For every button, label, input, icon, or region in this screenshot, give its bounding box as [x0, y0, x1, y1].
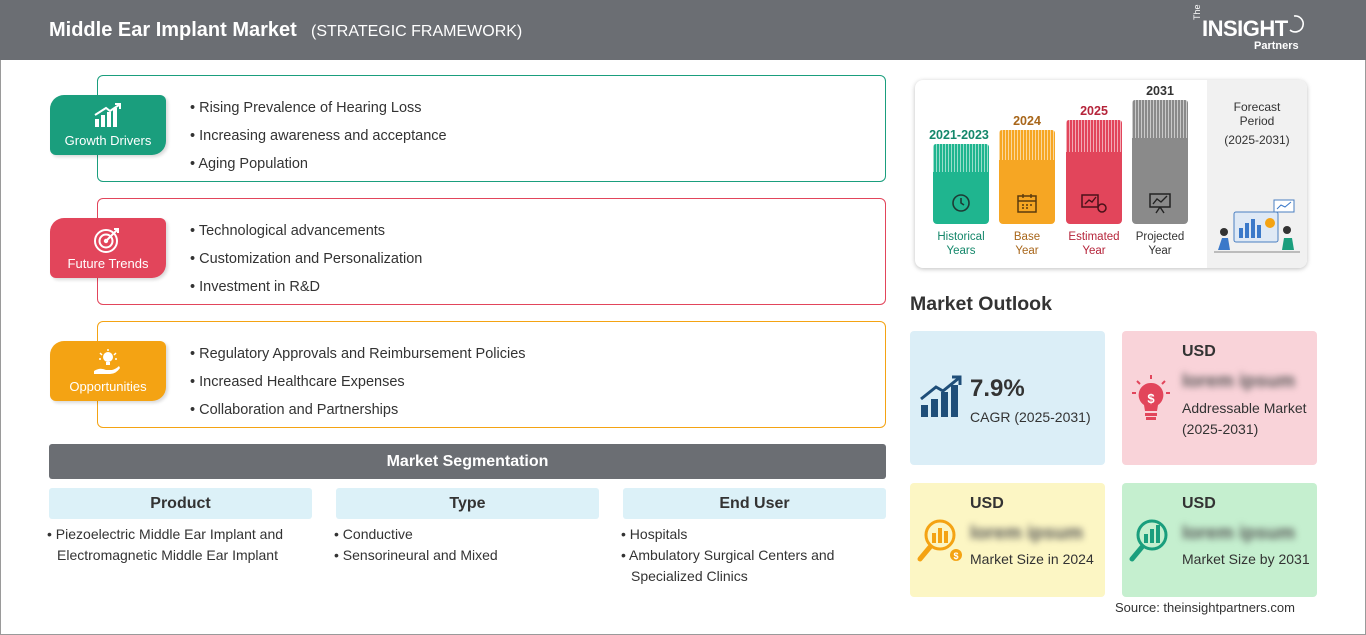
- forecast-title-line: Forecast: [1233, 100, 1281, 114]
- forecast-panel: Forecast Period (2025-2031): [1207, 80, 1307, 268]
- source-credit: Source: theinsightpartners.com: [1115, 600, 1295, 615]
- tag-label: Opportunities: [69, 379, 147, 394]
- timeline-label-line: Year: [1015, 245, 1039, 257]
- segment-type-header: Type: [336, 488, 599, 519]
- growth-drivers-tag: Growth Drivers: [50, 95, 166, 155]
- svg-text:$: $: [953, 551, 958, 561]
- opportunities-list: Regulatory Approvals and Reimbursement P…: [190, 340, 526, 424]
- addressable-market-value: lorem ipsum: [1182, 371, 1295, 392]
- timeline-label-line: Years: [946, 245, 976, 257]
- logo-swoosh-icon: [1289, 15, 1304, 33]
- list-item: Increasing awareness and acceptance: [190, 122, 446, 150]
- forecast-title-line: Period: [1239, 114, 1275, 128]
- base-year-bar: [999, 130, 1055, 224]
- future-trends-list: Technological advancements Customization…: [190, 217, 423, 301]
- projected-year-bar: [1132, 100, 1188, 224]
- list-item: Collaboration and Partnerships: [190, 396, 526, 424]
- market-size-2031-description: Market Size by 2031: [1182, 551, 1310, 567]
- page-subtitle: (STRATEGIC FRAMEWORK): [311, 23, 523, 40]
- timeline-label: Historical Years: [925, 230, 997, 258]
- market-size-2024-value: lorem ipsum: [970, 523, 1083, 544]
- history-clock-icon: [952, 194, 970, 212]
- list-item: Technological advancements: [190, 217, 422, 245]
- future-trends-tag: Future Trends: [50, 218, 166, 278]
- page-title: Middle Ear Implant Market: [49, 19, 297, 41]
- header-bar: Middle Ear Implant Market (STRATEGIC FRA…: [0, 0, 1366, 60]
- timeline-card: 2021-2023 Historical Years 2024 Base Yea…: [915, 80, 1307, 268]
- growth-drivers-box: Rising Prevalence of Hearing Loss Increa…: [97, 75, 886, 182]
- timeline-year: 2024: [1013, 114, 1041, 128]
- segment-type-list: Conductive Sensorineural and Mixed: [334, 524, 594, 566]
- market-size-2031-card: USD lorem ipsum Market Size by 2031: [1122, 483, 1317, 597]
- cagr-card: 7.9% CAGR (2025-2031): [910, 331, 1105, 465]
- list-item: Piezoelectric Middle Ear Implant and Ele…: [47, 524, 307, 566]
- timeline-year: 2021-2023: [929, 128, 989, 142]
- logo-insight-text: INSIGHT: [1202, 16, 1288, 41]
- market-size-2024-card: $ USD lorem ipsum Market Size in 2024: [910, 483, 1105, 597]
- money-magnifier-icon: $: [917, 519, 962, 562]
- projection-board-icon: [1149, 193, 1171, 214]
- forecast-title: Forecast Period: [1207, 100, 1307, 128]
- calendar-icon: [1017, 194, 1037, 213]
- timeline-label-line: Base: [1013, 231, 1041, 243]
- timeline-label-line: Projected: [1135, 231, 1185, 243]
- list-item: Ambulatory Surgical Centers and Speciali…: [621, 545, 871, 587]
- list-item: Customization and Personalization: [190, 245, 422, 273]
- list-item: Regulatory Approvals and Reimbursement P…: [190, 340, 525, 368]
- list-item: Sensorineural and Mixed: [334, 545, 594, 566]
- timeline-label: Projected Year: [1124, 230, 1196, 258]
- timeline-label-line: Estimated: [1068, 231, 1120, 243]
- dollar-bulb-icon: $: [1132, 375, 1170, 420]
- insight-partners-logo: The INSIGHT Partners: [1190, 4, 1310, 54]
- forecast-period: (2025-2031): [1224, 133, 1290, 147]
- market-size-2024-description: Market Size in 2024: [970, 551, 1094, 567]
- timeline-label-line: Historical: [937, 231, 985, 243]
- tag-label: Growth Drivers: [64, 133, 152, 148]
- timeline-label: Base Year: [995, 230, 1059, 258]
- market-segmentation-header: Market Segmentation: [49, 444, 886, 479]
- usd-label: USD: [970, 495, 1004, 512]
- growth-chart-icon: [94, 103, 121, 127]
- cagr-value: 7.9%: [970, 375, 1025, 402]
- tag-label: Future Trends: [67, 256, 149, 271]
- cagr-description: CAGR (2025-2031): [970, 409, 1091, 425]
- logo-partners-text: Partners: [1254, 40, 1299, 52]
- list-item: Rising Prevalence of Hearing Loss: [190, 94, 447, 122]
- growth-bars-icon: [920, 375, 962, 417]
- usd-label: USD: [1182, 495, 1216, 512]
- estimate-chart-icon: [1081, 194, 1107, 213]
- analyst-dashboard-icon: [1214, 199, 1300, 253]
- growth-drivers-list: Rising Prevalence of Hearing Loss Increa…: [190, 94, 447, 178]
- historical-bar: [933, 144, 989, 224]
- segment-end-user-list: Hospitals Ambulatory Surgical Centers an…: [621, 524, 871, 587]
- timeline-label-line: Year: [1148, 245, 1172, 257]
- svg-text:$: $: [1147, 391, 1155, 406]
- timeline-year: 2031: [1146, 84, 1174, 98]
- opportunities-tag: Opportunities: [50, 341, 166, 401]
- list-item: Aging Population: [190, 150, 447, 178]
- target-icon: [94, 228, 119, 253]
- chart-magnifier-icon: [1129, 519, 1168, 562]
- segment-end-user-header: End User: [623, 488, 886, 519]
- addressable-market-description: Addressable Market (2025-2031): [1182, 400, 1307, 437]
- timeline-year: 2025: [1080, 104, 1108, 118]
- list-item: Conductive: [334, 524, 594, 545]
- usd-label: USD: [1182, 343, 1216, 360]
- list-item: Increased Healthcare Expenses: [190, 368, 526, 396]
- list-item: Investment in R&D: [190, 273, 422, 301]
- future-trends-box: Technological advancements Customization…: [97, 198, 886, 305]
- market-size-2031-value: lorem ipsum: [1182, 523, 1295, 544]
- list-item: Hospitals: [621, 524, 871, 545]
- idea-hand-icon: [94, 349, 120, 374]
- estimated-year-bar: [1066, 120, 1122, 224]
- timeline-label: Estimated Year: [1058, 230, 1130, 258]
- segment-product-list: Piezoelectric Middle Ear Implant and Ele…: [47, 524, 307, 566]
- segment-product-header: Product: [49, 488, 312, 519]
- market-outlook-title: Market Outlook: [910, 293, 1052, 315]
- timeline-label-line: Year: [1082, 245, 1106, 257]
- addressable-market-card: $ USD lorem ipsum Addressable Market (20…: [1122, 331, 1317, 465]
- opportunities-box: Regulatory Approvals and Reimbursement P…: [97, 321, 886, 428]
